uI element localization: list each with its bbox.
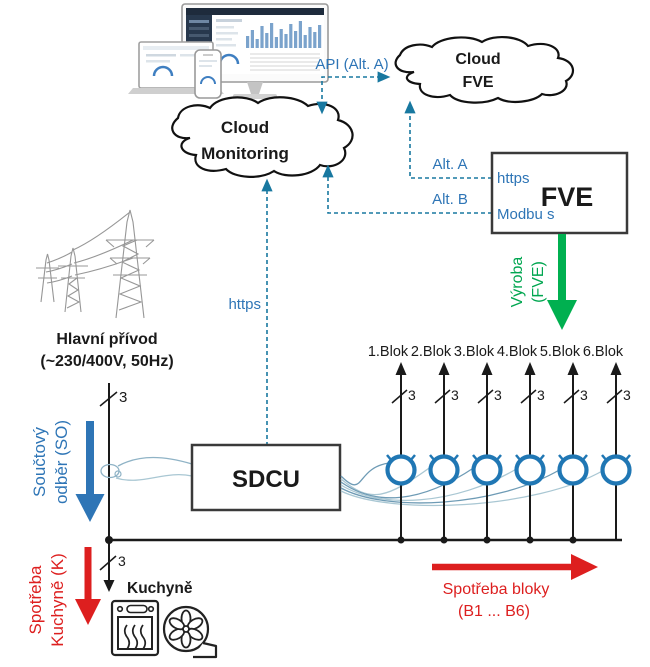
vyroba-label-1: Výroba: [509, 257, 526, 308]
cloud-monitoring: Cloud Monitoring: [171, 96, 354, 178]
phase-count: 3: [623, 387, 631, 403]
phase-count: 3: [494, 387, 502, 403]
block-label-6: 6.Blok: [583, 344, 624, 360]
bloky-flow-label-1: Spotřeba bloky: [443, 581, 550, 598]
cloud-monitoring-title-1: Cloud: [221, 118, 269, 137]
ct-clamp-icon: [471, 454, 503, 486]
distribution-bus: [105, 536, 622, 544]
link-alt-a: Alt. A: [404, 100, 492, 179]
down-arrowhead-blue: [75, 494, 105, 522]
bloky-flow-label-2: (B1 ... B6): [458, 603, 530, 620]
ct-clamp-icon: [385, 454, 417, 486]
transmission-towers-icon: [36, 209, 155, 319]
block-line-4: 4.Blok 3: [497, 344, 546, 544]
phase-slash: [99, 555, 117, 571]
kitchen-flow-label-1: Spotřeba: [26, 565, 45, 635]
grid-title: Hlavní přívod (~230/400V, 50Hz): [40, 331, 173, 370]
block-line-2: 2.Blok 3: [411, 344, 460, 544]
cloud-fve-title-2: FVE: [462, 74, 493, 91]
link-api-label: API (Alt. A): [315, 56, 388, 73]
block-line-5: 5.Blok 3: [540, 344, 589, 544]
link-https-label: https: [228, 296, 261, 313]
grid-title-1: Hlavní přívod: [56, 331, 157, 348]
phase-slash: [99, 391, 118, 407]
ct-clamp-icon: [514, 454, 546, 486]
block-label-3: 3.Blok: [454, 344, 495, 360]
flow-vyroba: Výroba (FVE): [509, 234, 577, 330]
down-arrowhead-black: [103, 580, 115, 592]
sdcu-box: SDCU: [190, 443, 342, 512]
down-arrowhead-green: [547, 300, 577, 330]
link-api-alt-a: API (Alt. A): [315, 56, 391, 115]
right-arrowhead-red: [571, 554, 598, 580]
oven-icon: [110, 599, 160, 657]
phase-count: 3: [451, 387, 459, 403]
link-sdcu-https: https: [228, 178, 273, 446]
block-feeders: 1.Blok 3 2.Blok 3: [368, 344, 632, 544]
link-alt-a-label: Alt. A: [432, 156, 467, 173]
phase-count: 3: [119, 389, 127, 406]
fve-box: FVE https Modbu s: [490, 151, 629, 235]
flow-kitchen: Spotřeba Kuchyně (K): [26, 547, 101, 647]
dashboard-bar-chart: [246, 21, 322, 48]
block-label-1: 1.Blok: [368, 344, 409, 360]
link-alt-b-label: Alt. B: [432, 191, 468, 208]
fan-icon: [162, 605, 218, 659]
cloud-monitoring-title-2: Monitoring: [201, 144, 289, 163]
kitchen-flow-label-2: Kuchyně (K): [48, 553, 67, 647]
phase-count: 3: [580, 387, 588, 403]
kitchen-branch: 3 Kuchyně: [99, 540, 218, 659]
ct-clamp-icon: [557, 454, 589, 486]
grid-title-2: (~230/400V, 50Hz): [40, 353, 173, 370]
link-alt-b: Alt. B: [322, 164, 492, 214]
block-label-4: 4.Blok: [497, 344, 538, 360]
ct-clamp-icon: [428, 454, 460, 486]
fve-title: FVE: [541, 182, 594, 212]
phase-count: 3: [537, 387, 545, 403]
monitoring-devices-illustration: [128, 3, 329, 99]
fve-port-modbus: Modbu s: [497, 206, 555, 223]
vyroba-label-2: (FVE): [530, 261, 547, 303]
block-line-6: 6.Blok 3: [583, 344, 632, 540]
flow-bloky: Spotřeba bloky (B1 ... B6): [432, 554, 598, 620]
flow-so: Součtový odběr (SO): [30, 420, 105, 522]
ct-main-clamp-icon: [100, 456, 193, 481]
phase-count: 3: [118, 553, 126, 569]
block-label-5: 5.Blok: [540, 344, 581, 360]
main-feed-line: 3: [99, 383, 127, 540]
cloud-fve: Cloud FVE: [394, 36, 575, 104]
kitchen-label: Kuchyně: [127, 580, 193, 597]
ct-clamp-icon: [600, 454, 632, 486]
down-arrowhead-red: [75, 599, 101, 625]
so-label-2: odběr (SO): [52, 420, 71, 504]
phase-count: 3: [408, 387, 416, 403]
block-label-2: 2.Blok: [411, 344, 452, 360]
so-label-1: Součtový: [30, 427, 49, 497]
smartphone-icon: [194, 49, 222, 99]
block-line-3: 3.Blok 3: [454, 344, 503, 544]
fve-port-https: https: [497, 170, 530, 187]
cloud-fve-title-1: Cloud: [455, 51, 500, 68]
block-line-1: 1.Blok 3: [368, 344, 417, 544]
sdcu-title: SDCU: [232, 466, 300, 493]
